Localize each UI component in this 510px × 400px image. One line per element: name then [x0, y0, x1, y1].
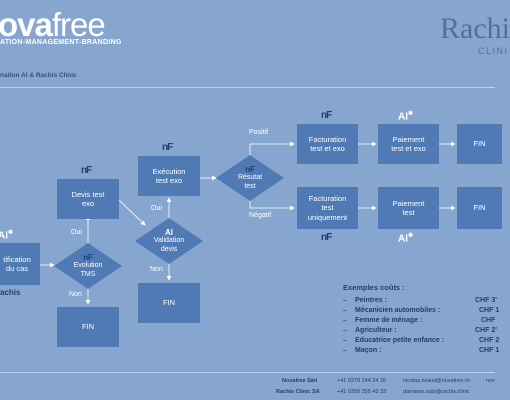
- ai-icon: AI: [165, 227, 173, 237]
- decision-validation-label: Validation devis: [153, 237, 185, 253]
- cost-price: CHF 2': [475, 327, 497, 334]
- node-devis: Devis test exo: [57, 179, 119, 219]
- rachis-logo: Rachi: [440, 12, 510, 45]
- cost-item: – Agriculteur :: [343, 327, 397, 334]
- edge-label-non-left: Non: [69, 291, 82, 298]
- cost-dash: –: [343, 327, 347, 334]
- rachis-clinic-label: CLINI: [478, 46, 509, 56]
- nf-icon: nF: [321, 232, 332, 243]
- node-facturation-test-exo: Facturation test et exo: [297, 124, 358, 164]
- decision-resultat-label: Résutat test: [237, 174, 263, 190]
- footer-novafree-name: Novafree Sàrl: [282, 378, 318, 384]
- cost-name: Mécanicien automobiles :: [355, 307, 441, 314]
- novafree-tagline: ATION-MANAGEMENT-BRANDING: [0, 39, 122, 46]
- footer-rachis-email[interactable]: damiano.sabi@rachis.clinic: [403, 389, 470, 395]
- edge-devis-validation: [118, 199, 146, 226]
- edge-label-negatif: Négatif: [249, 212, 272, 219]
- rachis-small-logo: achis: [0, 288, 21, 297]
- cost-item: – Peintres :: [343, 297, 387, 304]
- cost-name: Femme de ménage :: [355, 317, 423, 324]
- node-facturation-test-uniquement: Facturation test uniquement: [297, 187, 358, 229]
- cost-name: Maçon :: [355, 347, 382, 354]
- node-fin-bottom-right: FIN: [457, 187, 502, 229]
- edge-label-positif: Positif: [249, 129, 269, 136]
- cost-name: Agriculteur :: [355, 327, 397, 334]
- novafree-logo: ovafree: [0, 6, 106, 43]
- cost-name: Educatrice petite enfance :: [355, 337, 445, 344]
- footer-extra: nov: [486, 378, 495, 384]
- nf-icon: nF: [162, 142, 173, 153]
- flow-connectors: [40, 141, 456, 305]
- decision-evaluation-label: Evolution TMS: [73, 262, 103, 278]
- cost-dash: –: [343, 317, 347, 324]
- footer-divider: [0, 372, 495, 373]
- node-fin-mid: FIN: [138, 283, 200, 323]
- cost-item: – Maçon :: [343, 347, 381, 354]
- nf-icon: nF: [245, 164, 255, 174]
- decision-resultat: nF Résutat test: [216, 155, 284, 201]
- cost-dash: –: [343, 307, 347, 314]
- edge-label-oui-mid: Oui: [151, 205, 162, 212]
- node-fin-left: FIN: [57, 307, 119, 347]
- node-execution: Exécution test exo: [138, 156, 200, 196]
- cost-price: CHF 3': [475, 297, 497, 304]
- decision-evaluation: nF Evolution TMS: [54, 243, 122, 289]
- cost-item: – Educatrice petite enfance :: [343, 337, 444, 344]
- cost-price: CHF 1: [479, 347, 500, 354]
- cost-price: CHF 2: [479, 337, 500, 344]
- cost-item: – Mécanicien automobiles :: [343, 307, 440, 314]
- ai-icon: AI✱: [0, 230, 14, 242]
- diamond-shape: [216, 155, 284, 201]
- header-divider: [0, 87, 495, 88]
- costs-title: Exemples coûts :: [343, 283, 405, 292]
- nf-icon: nF: [83, 252, 93, 262]
- page-subtitle: nation AI & Rachis Clinic: [0, 72, 77, 79]
- cost-dash: –: [343, 337, 347, 344]
- diamond-shape: [135, 218, 203, 264]
- node-paiement-test: Paiement test: [378, 187, 439, 229]
- footer-novafree-phone: +41 0379 244 24 26: [337, 378, 387, 384]
- ai-icon: AI✱: [398, 233, 414, 245]
- diamond-shape: [54, 243, 122, 289]
- node-paiement-test-exo: Paiement test et exo: [378, 124, 439, 164]
- ai-icon: AI✱: [398, 111, 414, 123]
- cost-dash: –: [343, 347, 347, 354]
- cost-price: CHF: [481, 317, 496, 324]
- decision-validation: AI Validation devis: [135, 218, 203, 264]
- footer-rachis-name: Rachis Clinic SA: [276, 389, 320, 395]
- cost-item: – Femme de ménage :: [343, 317, 422, 324]
- nf-icon: nF: [321, 110, 332, 121]
- edge-label-non-mid: Non: [150, 266, 163, 273]
- footer-rachis-phone: +41 0358 255 43 33: [337, 389, 387, 395]
- nf-icon: nF: [81, 165, 92, 176]
- footer-novafree-email[interactable]: nicolas.wuest@novafree.ch: [403, 378, 471, 384]
- cost-name: Peintres :: [355, 297, 387, 304]
- cost-price: CHF 1: [479, 307, 500, 314]
- cost-dash: –: [343, 297, 347, 304]
- node-notification: tification du cas: [0, 243, 40, 285]
- edge-resultat-negatif: [249, 201, 295, 211]
- edge-resultat-positif: [249, 141, 295, 155]
- edge-label-oui-left: Oui: [71, 229, 82, 236]
- node-fin-top-right: FIN: [457, 124, 502, 164]
